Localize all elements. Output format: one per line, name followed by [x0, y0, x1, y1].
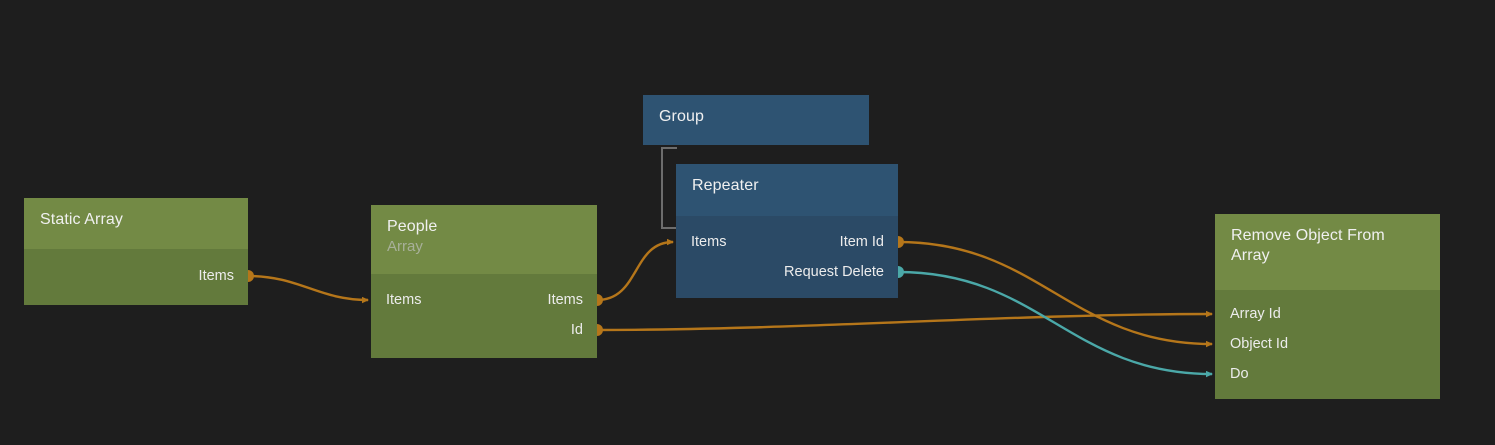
port-in-do[interactable]: Do	[1230, 366, 1249, 382]
connection-wire[interactable]	[897, 240, 1213, 348]
node-title: Group	[659, 108, 704, 125]
connection-wire[interactable]	[247, 274, 369, 304]
connection-wire[interactable]	[596, 238, 674, 302]
port-in-items[interactable]: Items	[691, 234, 727, 250]
group-child-bracket	[661, 147, 677, 229]
node-group[interactable]: Group	[643, 95, 869, 145]
node-header[interactable]: Group	[643, 95, 869, 145]
node-header[interactable]: Static Array	[24, 198, 248, 249]
node-subtitle: Array	[387, 238, 423, 255]
port-in-object-id[interactable]: Object Id	[1230, 336, 1289, 352]
port-out-request-delete[interactable]: Request Delete	[784, 264, 884, 280]
port-in-array-id[interactable]: Array Id	[1230, 306, 1281, 322]
connection-wire[interactable]	[596, 310, 1213, 332]
port-out-items[interactable]: Items	[198, 268, 234, 284]
node-header[interactable]: Remove Object From Array	[1215, 214, 1440, 290]
node-title: People	[387, 218, 438, 235]
node-body: Items Item Id Request Delete	[676, 216, 898, 298]
connection-wire[interactable]	[897, 270, 1213, 378]
node-title: Static Array	[40, 211, 124, 228]
port-out-item-id[interactable]: Item Id	[839, 234, 884, 250]
node-title: Remove Object From Array	[1231, 227, 1385, 264]
node-body: Items	[24, 249, 248, 305]
port-out-id[interactable]: Id	[570, 322, 583, 338]
node-title: Repeater	[692, 177, 759, 194]
port-in-items[interactable]: Items	[386, 292, 422, 308]
port-out-items[interactable]: Items	[547, 292, 583, 308]
node-body: Array Id Object Id Do	[1215, 290, 1440, 399]
node-header[interactable]: Repeater	[676, 164, 898, 216]
